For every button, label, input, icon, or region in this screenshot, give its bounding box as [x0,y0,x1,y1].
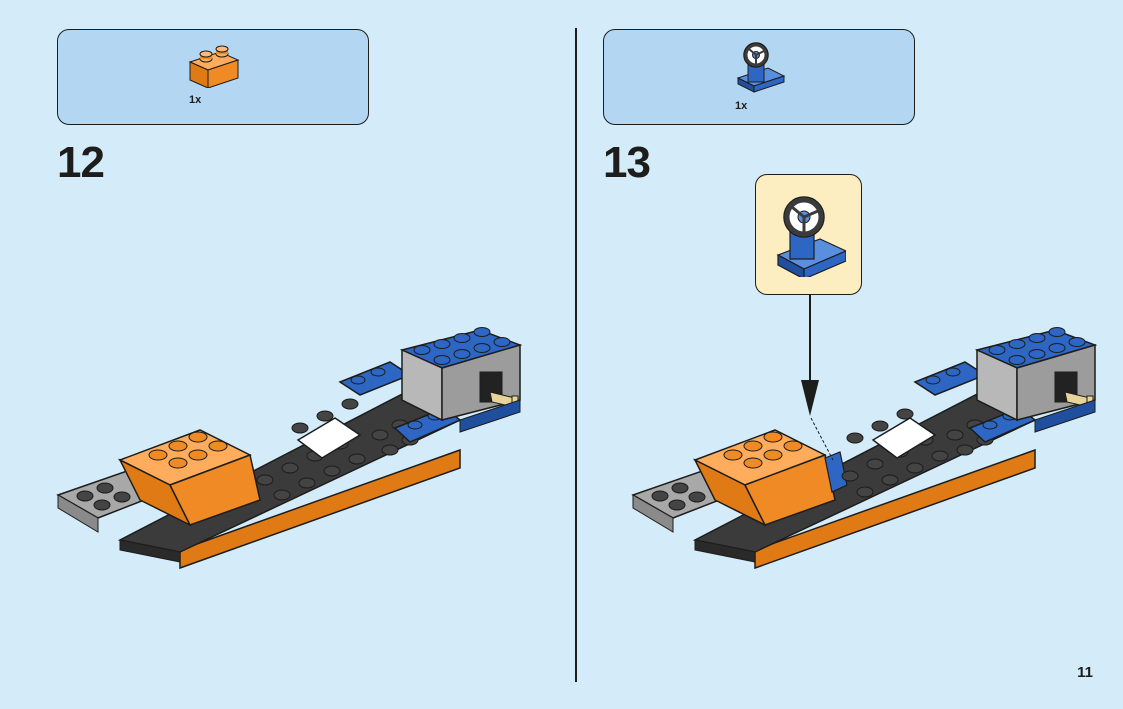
page-number: 11 [1077,664,1093,681]
car-chassis-step-12-illustration [56,327,523,570]
step-number-12: 12 [57,138,105,187]
orange-brick-1x2-icon [188,45,240,88]
parts-box-step-13: 1x [603,29,915,125]
placement-arrow-icon [801,294,819,416]
subassembly-callout [755,174,862,295]
part-quantity: 1x [735,100,748,112]
car-chassis-step-13-illustration [631,327,1098,570]
steering-wheel-part-icon [736,42,786,93]
step-number-13: 13 [603,138,651,187]
step-divider-line [575,28,577,682]
parts-box-step-12: 1x [57,29,369,125]
steering-wheel-part-icon [776,196,846,277]
part-quantity: 1x [189,94,202,106]
